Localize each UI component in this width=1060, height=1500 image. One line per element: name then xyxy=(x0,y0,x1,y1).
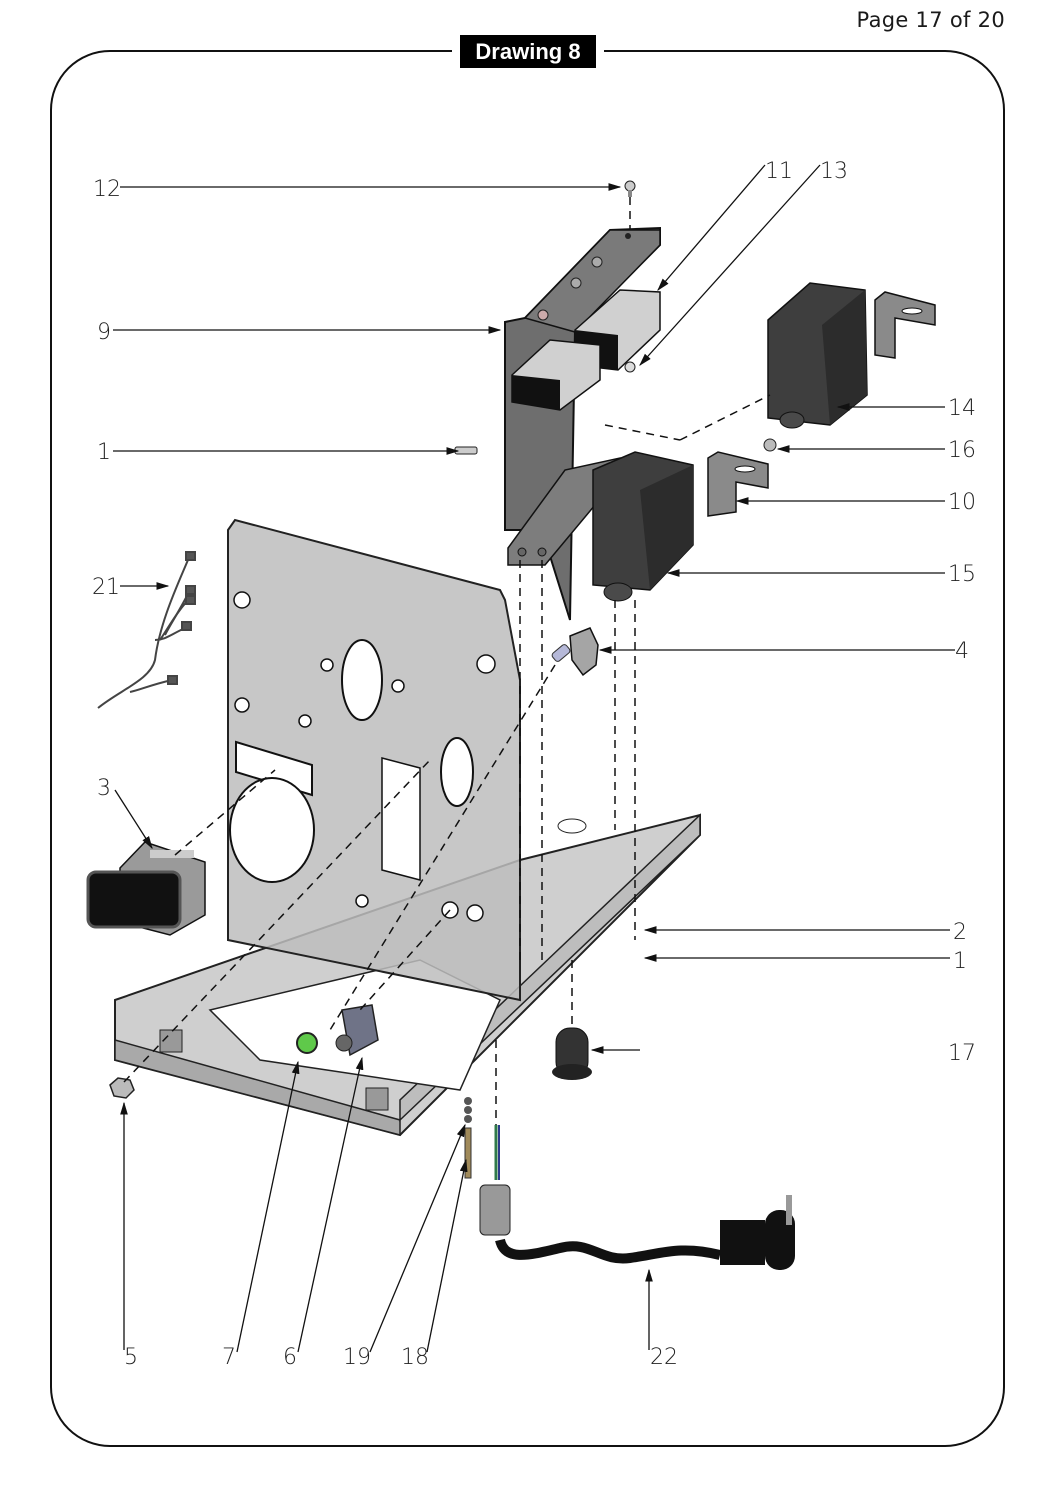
back-panel xyxy=(227,518,521,1002)
relay-lower xyxy=(511,339,601,411)
power-cord-22 xyxy=(479,1125,795,1270)
capacitor-14 xyxy=(767,282,868,429)
wire-harness-21 xyxy=(97,551,196,709)
drawing-title: Drawing 8 xyxy=(460,35,596,68)
thermostat-4 xyxy=(551,627,599,677)
callout-18: 18 xyxy=(401,1345,429,1370)
foot-17 xyxy=(552,1027,592,1080)
leader-lines xyxy=(113,164,955,1353)
callout-19: 19 xyxy=(343,1345,371,1370)
nut-5 xyxy=(109,1077,135,1099)
callout-4: 4 xyxy=(955,639,969,664)
callout-11: 11 xyxy=(765,159,793,184)
page-indicator: Page 17 of 20 xyxy=(856,8,1005,32)
callout-17: 17 xyxy=(948,1041,976,1066)
callout-14: 14 xyxy=(948,396,976,421)
screw-1-upper xyxy=(454,446,478,455)
bracket-14 xyxy=(874,291,936,359)
pilot-lamp-7 xyxy=(296,1032,318,1054)
bolt-18 xyxy=(464,1127,472,1179)
callout-12: 12 xyxy=(93,177,121,202)
bracket-10 xyxy=(707,451,769,517)
screw-12 xyxy=(624,180,636,197)
assembly-lines xyxy=(123,197,771,1125)
callout-16: 16 xyxy=(948,438,976,463)
callout-22: 22 xyxy=(650,1345,678,1370)
callout-13: 13 xyxy=(820,159,848,184)
callout-6: 6 xyxy=(283,1345,297,1370)
callout-2: 2 xyxy=(953,920,967,945)
callout-1-upper: 1 xyxy=(97,440,111,465)
callout-10: 10 xyxy=(948,490,976,515)
callout-21: 21 xyxy=(92,575,120,600)
callout-5: 5 xyxy=(124,1345,138,1370)
callout-7: 7 xyxy=(222,1345,236,1370)
display-module-3 xyxy=(86,841,206,936)
callout-3: 3 xyxy=(97,776,111,801)
callout-1-lower: 1 xyxy=(953,949,967,974)
callout-9: 9 xyxy=(97,320,111,345)
callout-15: 15 xyxy=(948,562,976,587)
nut-13 xyxy=(624,361,636,373)
capacitor-15 xyxy=(592,451,694,602)
screw-16 xyxy=(763,438,777,452)
washers-19 xyxy=(464,1097,472,1123)
